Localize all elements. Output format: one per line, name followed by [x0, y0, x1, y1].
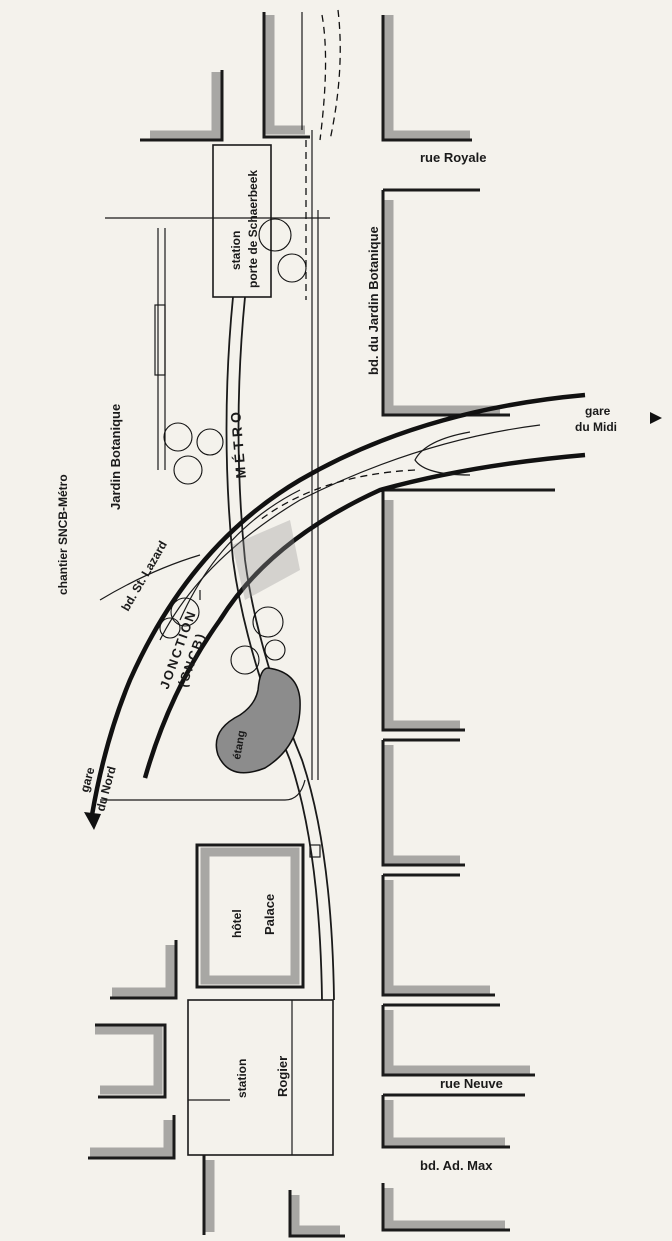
railway-junction-south [142, 452, 586, 779]
label-etang: étang [231, 730, 248, 761]
station-porte-de-schaerbeek-box [212, 144, 272, 298]
label-hotel-2: Palace [262, 894, 277, 935]
junction-crossing [232, 520, 300, 600]
label-gare-midi-2: du Midi [575, 420, 617, 434]
label-bd-ad-max: bd. Ad. Max [420, 1158, 493, 1173]
tree-icon [159, 218, 307, 675]
railway-junction-north [89, 392, 586, 816]
metro-line [225, 296, 323, 1001]
city-blocks-south-west [88, 940, 345, 1238]
label-station-rogier-1: station [235, 1059, 249, 1098]
label-hotel-1: hôtel [230, 909, 244, 938]
city-blocks-north-west [140, 12, 310, 142]
label-metro: MÉTRO [227, 407, 249, 479]
label-rue-royale: rue Royale [420, 150, 486, 165]
station-rogier-box [187, 999, 334, 1156]
direction-arrow-icon [650, 412, 662, 424]
direction-arrow-icon [84, 812, 101, 830]
label-station-porte-2: porte de Schaerbeek [246, 170, 260, 288]
label-bd-jardin-botanique: bd. du Jardin Botanique [366, 226, 381, 375]
label-rue-neuve: rue Neuve [440, 1076, 503, 1091]
etang-pond [215, 667, 301, 774]
label-jardin-botanique: Jardin Botanique [108, 404, 123, 510]
city-blocks-east [381, 15, 555, 1232]
label-bd-st-lazard: bd. St. Lazard [118, 538, 169, 613]
label-station-porte-1: station [229, 231, 243, 270]
label-station-rogier-2: Rogier [275, 1056, 290, 1097]
hotel-palace-block [195, 843, 305, 989]
label-gare-midi-1: gare [585, 404, 611, 418]
label-gare-nord-1: gare [77, 765, 97, 793]
label-chantier: chantier SNCB-Métro [56, 474, 70, 595]
